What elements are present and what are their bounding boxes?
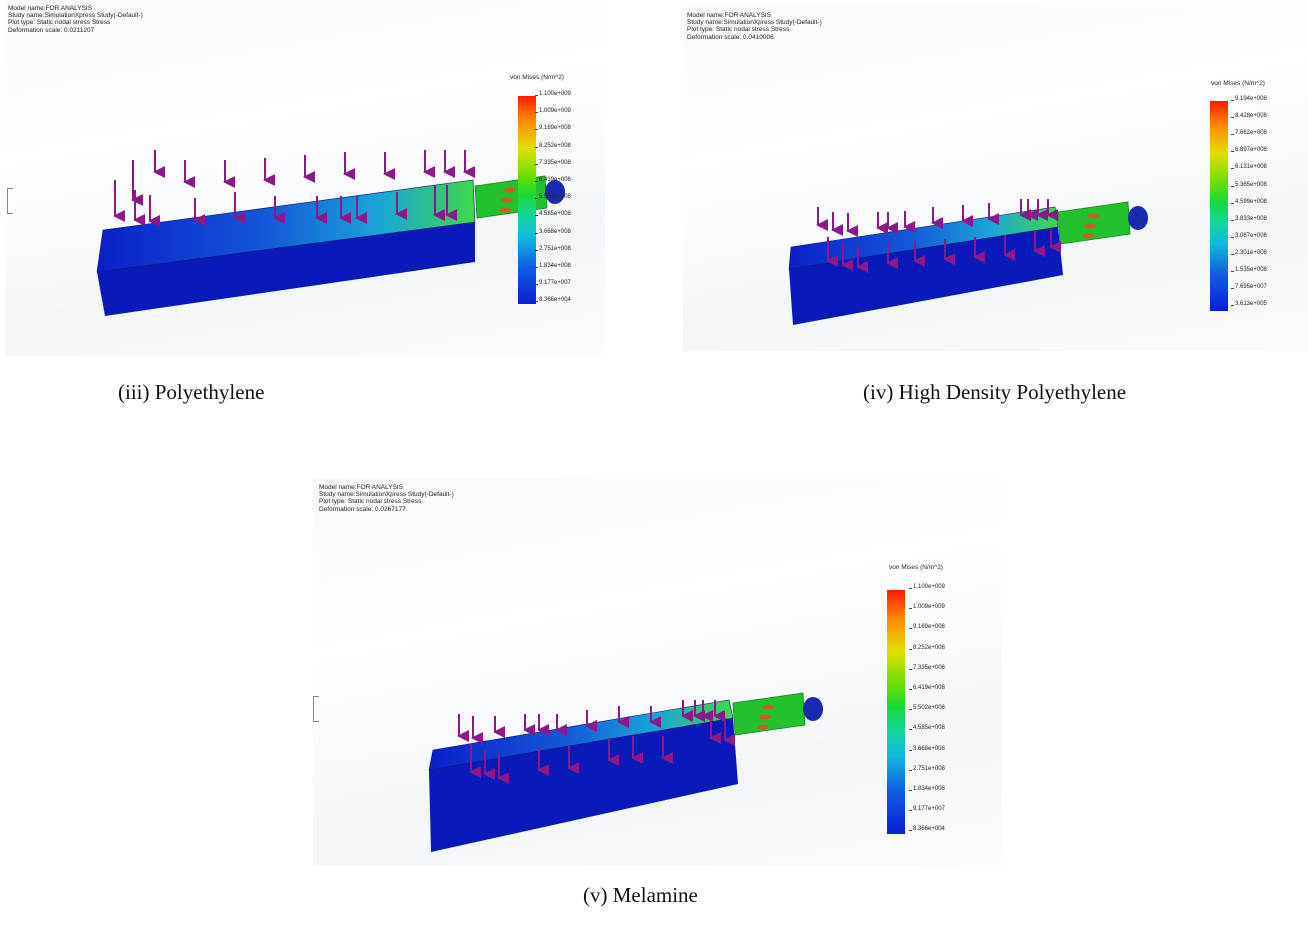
bolt-hole [1082,233,1094,239]
legend-tick-label: 5.502e+008 [909,705,945,712]
legend-tick-label: 3.833e+008 [1231,215,1267,222]
legend-tick-label: 7.335e+008 [909,664,945,671]
bolt-hole [759,714,771,720]
bolt-hole [1084,223,1096,229]
legend-tick-label: 1.100e+009 [535,91,571,97]
legend-tick-label: 3.668e+008 [535,228,571,235]
legend-tick-label: 9.177e+007 [535,280,571,287]
caption-melamine: (v) Melamine [583,883,698,907]
color-scale-bar [1210,101,1228,311]
legend-tick-label: 1.100e+009 [909,584,945,590]
simulation-panel-hdpe: Model name:FOR ANALYSIS Study name:Simul… [683,7,1308,351]
legend-tick-label: 4.599e+008 [1231,198,1267,205]
bolt-hole [1087,213,1099,219]
bolt-hole [504,187,516,193]
legend-tick-label: 9.169e+008 [909,624,945,631]
legend-tick-label: 8.252e+008 [909,644,945,651]
legend-tick-label: 1.834e+008 [535,263,571,269]
legend-title: von Mises (N/m^2) [510,74,564,81]
edge-marker [7,188,13,214]
legend-tick-label: 4.585e+008 [535,211,571,218]
legend-title: von Mises (N/m^2) [889,564,943,571]
legend-tick-label: 7.662e+008 [1231,130,1267,137]
edge-marker [313,696,319,722]
beam-side-face [429,718,738,852]
legend-tick-label: 9.169e+008 [535,125,571,132]
legend-title: von Mises (N/m^2) [1211,80,1265,87]
beam-side-face [97,222,475,316]
legend-tick-label: 5.365e+008 [1231,181,1267,188]
legend-tick-label: 2.751e+008 [909,765,945,772]
mounting-bracket [1057,201,1131,245]
beam-stress-model [788,199,1148,325]
beam-stress-model [96,150,565,316]
legend-tick-label: 3.613e+005 [1231,301,1267,308]
fixture-cap [1128,206,1148,230]
legend-tick-label: 6.419e+008 [909,685,945,691]
legend-tick-label: 3.668e+008 [909,745,945,752]
simulation-panel-melamine: Model name:FOR ANALYSIS Study name:Simul… [313,478,1002,866]
mounting-bracket [732,692,806,736]
legend-tick-label: 2.751e+008 [535,245,571,252]
legend-tick-label: 9.194e+008 [1231,96,1267,102]
study-info-text: Model name:FOR ANALYSIS Study name:Simul… [687,12,822,41]
study-info-text: Model name:FOR ANALYSIS Study name:Simul… [8,5,143,34]
color-scale-bar [887,590,905,834]
legend-tick-label: 1.834e+008 [909,786,945,792]
study-info-text: Model name:FOR ANALYSIS Study name:Simul… [319,484,454,513]
color-scale-bar [518,96,536,304]
beam-side-face [789,227,1063,325]
bolt-hole [501,197,513,203]
fixture-cap [803,697,823,721]
legend-tick-label: 5.502e+008 [535,194,571,201]
legend-tick-label: 9.177e+007 [909,806,945,813]
legend-tick-label: 3.067e+008 [1231,232,1267,239]
legend-tick-label: 6.131e+008 [1231,164,1267,171]
beam-stress-model [428,692,823,852]
caption-hdpe: (iv) High Density Polyethylene [863,380,1127,404]
bolt-hole [757,724,769,730]
legend-tick-label: 1.009e+009 [909,604,945,611]
legend-tick-label: 4.585e+008 [909,725,945,732]
legend-tick-label: 8.366e+004 [535,297,571,304]
bolt-hole [499,207,511,213]
legend-tick-label: 8.366e+004 [909,826,945,833]
bolt-hole [762,704,774,710]
legend-tick-label: 2.301e+008 [1231,249,1267,256]
legend-tick-label: 1.009e+009 [535,108,571,115]
legend-tick-label: 1.535e+008 [1231,267,1267,273]
simulation-panel-polyethylene: Model name:FOR ANALYSIS Study name:Simul… [5,0,605,356]
legend-tick-label: 7.695e+007 [1231,284,1267,291]
caption-polyethylene: (iii) Polyethylene [118,380,265,404]
legend-tick-label: 7.335e+008 [535,159,571,166]
legend-tick-label: 8.252e+008 [535,142,571,149]
beam-top-face [96,179,476,273]
fixture-cap [545,180,565,204]
legend-tick-label: 6.419e+008 [535,177,571,183]
mounting-bracket [474,175,548,219]
legend-tick-label: 8.428e+008 [1231,113,1267,120]
legend-tick-label: 6.897e+008 [1231,147,1267,154]
